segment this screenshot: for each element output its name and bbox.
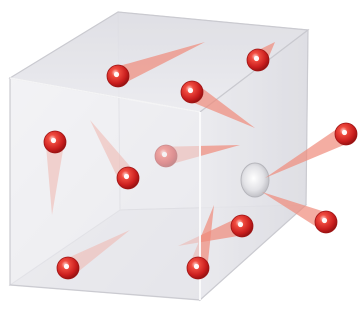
particle-2	[247, 49, 269, 71]
sphere-highlight	[188, 88, 193, 93]
sphere-highlight	[114, 72, 119, 77]
particle-11	[187, 257, 209, 279]
sphere-highlight	[64, 264, 69, 269]
particle-1	[107, 65, 129, 87]
sphere-highlight	[194, 264, 199, 269]
sphere-highlight	[254, 56, 259, 61]
particle-9	[231, 215, 253, 237]
particle-8	[315, 211, 337, 233]
sphere-highlight	[124, 174, 129, 179]
sphere-highlight	[342, 130, 347, 135]
sphere-highlight	[51, 138, 56, 143]
sphere-highlight	[238, 222, 243, 227]
particle-7	[335, 123, 357, 145]
particle-5	[117, 167, 139, 189]
box-front-face	[10, 78, 200, 300]
particle-4	[44, 131, 66, 153]
sphere-highlight	[322, 218, 327, 223]
particle-10	[57, 257, 79, 279]
particle-3	[181, 81, 203, 103]
wall-hole	[241, 163, 269, 197]
